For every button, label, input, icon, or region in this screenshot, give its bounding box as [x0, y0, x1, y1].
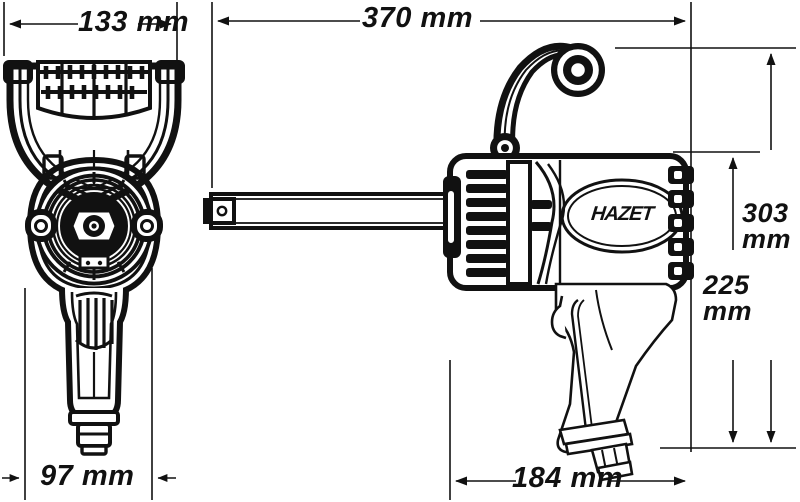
dimension-225-unit: mm: [703, 296, 753, 327]
side-anvil-extension: [203, 192, 453, 230]
dimension-label-133mm: 133 mm: [78, 6, 190, 38]
dimension-label-370mm: 370 mm: [362, 2, 474, 34]
dimension-label-184mm: 184 mm: [512, 462, 624, 494]
front-anvil-housing: [25, 156, 163, 300]
side-view-geometry: [203, 42, 694, 482]
hazet-logo: HAZET: [590, 203, 655, 225]
front-handle: [59, 287, 129, 456]
dimension-label-225mm: 225 mm: [703, 270, 753, 327]
dimension-303-value: 303: [742, 198, 789, 228]
side-motor-housing: [443, 153, 694, 291]
side-reversing-lever: [490, 42, 605, 163]
dimension-225-value: 225: [703, 270, 750, 300]
front-view-geometry: [3, 60, 185, 456]
dimension-label-303mm: 303 mm: [742, 198, 792, 255]
dimension-label-97mm: 97 mm: [40, 460, 135, 492]
dimension-303-unit: mm: [742, 224, 792, 255]
side-pistol-grip: [550, 282, 678, 482]
